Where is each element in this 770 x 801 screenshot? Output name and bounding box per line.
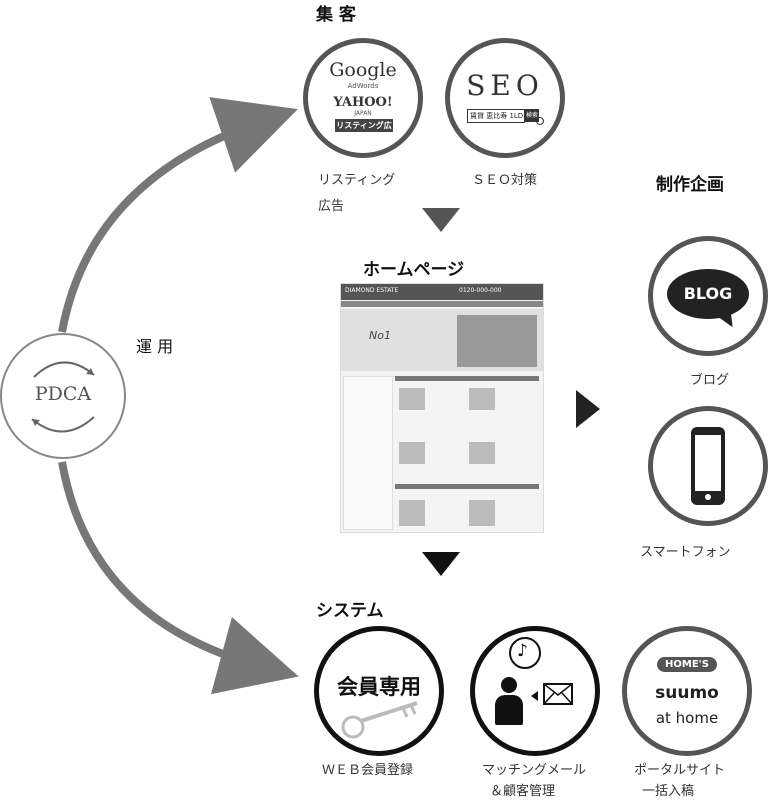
seo-search-button: 検索 — [525, 109, 539, 122]
blog-word: BLOG — [683, 284, 733, 303]
arrow-down-to-system — [422, 552, 460, 576]
adwords-text: AdWords — [347, 82, 379, 90]
listing-thumb-6 — [469, 500, 495, 526]
hero-headline: No1 — [369, 329, 391, 342]
arc-to-system — [58, 461, 299, 695]
home-button-icon — [705, 494, 711, 500]
listing-thumb-1 — [399, 388, 425, 410]
key-icon — [341, 701, 418, 739]
seo-circle: SEO 賃貸 恵比寿 1LDK 検索 — [445, 38, 565, 158]
music-note-icon: ♪ — [517, 641, 528, 661]
acquisition-heading: 集 客 — [316, 5, 356, 25]
arrow-left-icon — [531, 691, 538, 701]
site-logo: DIAMOND ESTATE — [345, 287, 399, 294]
site-sidebar — [343, 376, 393, 530]
arrow-down-to-homepage — [422, 208, 460, 232]
suumo-logo: suumo — [655, 683, 719, 703]
speech-bubble-icon: ♪ — [509, 637, 541, 669]
site-section-bar-2 — [395, 484, 539, 489]
smartphone-caption: スマートフォン — [640, 545, 731, 560]
site-nav — [341, 301, 543, 307]
portal-caption-2: 一括入稿 — [642, 784, 695, 799]
site-hero: No1 — [341, 309, 543, 371]
listing-thumb-5 — [399, 500, 425, 526]
seo-caption: ＳＥＯ対策 — [472, 173, 538, 188]
blog-caption: ブログ — [690, 373, 730, 388]
mail-circle: ♪ — [470, 626, 600, 756]
operation-label: 運 用 — [136, 337, 174, 356]
hero-room-image — [457, 315, 537, 367]
listing-thumb-4 — [469, 442, 495, 464]
site-header: DIAMOND ESTATE 0120-000-000 — [341, 284, 543, 300]
listing-caption-2: 広告 — [318, 199, 345, 214]
listing-ad-circle: Google AdWords YAHOO! JAPAN リスティング広告 — [303, 38, 423, 158]
blog-circle: BLOG — [648, 236, 768, 356]
cycle-icon — [31, 361, 95, 433]
envelope-icon — [543, 683, 573, 705]
listing-badge: リスティング広告 — [335, 119, 393, 143]
smartphone-icon — [691, 427, 725, 505]
portal-caption-1: ポータルサイト — [634, 763, 726, 778]
pdca-label: PDCA — [34, 383, 92, 405]
smartphone-screen — [695, 435, 721, 491]
athome-logo: at home — [655, 709, 719, 727]
seo-title: SEO — [466, 69, 544, 102]
mail-caption-1: マッチングメール — [482, 763, 587, 778]
site-phone: 0120-000-000 — [459, 287, 502, 294]
homes-logo: HOME'S — [657, 657, 717, 672]
yahoo-sub: JAPAN — [354, 110, 372, 117]
mail-caption-2: ＆顧客管理 — [490, 784, 556, 799]
listing-caption-1: リスティング — [318, 173, 396, 188]
smartphone-circle — [648, 406, 768, 526]
planning-heading: 制作企画 — [656, 175, 724, 195]
member-only-text: 会員専用 — [337, 674, 421, 699]
google-logo: Google — [329, 59, 397, 81]
arc-to-acquisition — [58, 97, 298, 333]
site-section-bar-1 — [395, 376, 539, 381]
arrow-right-to-planning — [576, 390, 600, 428]
listing-thumb-3 — [399, 442, 425, 464]
portal-circle: HOME'S suumo at home — [622, 626, 752, 756]
member-circle: 会員専用 — [314, 626, 444, 756]
person-icon — [493, 677, 525, 727]
seo-search-text: 賃貸 恵比寿 1LDK — [470, 112, 524, 120]
system-heading: システム — [316, 601, 384, 621]
homepage-screenshot: DIAMOND ESTATE 0120-000-000 No1 — [340, 283, 544, 533]
pdca-circle: PDCA — [0, 333, 126, 459]
seo-search-box: 賃貸 恵比寿 1LDK — [467, 109, 525, 123]
member-caption: ＷＥＢ会員登録 — [322, 763, 414, 778]
magnifier-icon — [536, 117, 544, 125]
blog-bubble — [667, 269, 749, 319]
listing-thumb-2 — [469, 388, 495, 410]
homepage-heading: ホームページ — [363, 260, 465, 280]
yahoo-logo: YAHOO! — [333, 95, 393, 110]
